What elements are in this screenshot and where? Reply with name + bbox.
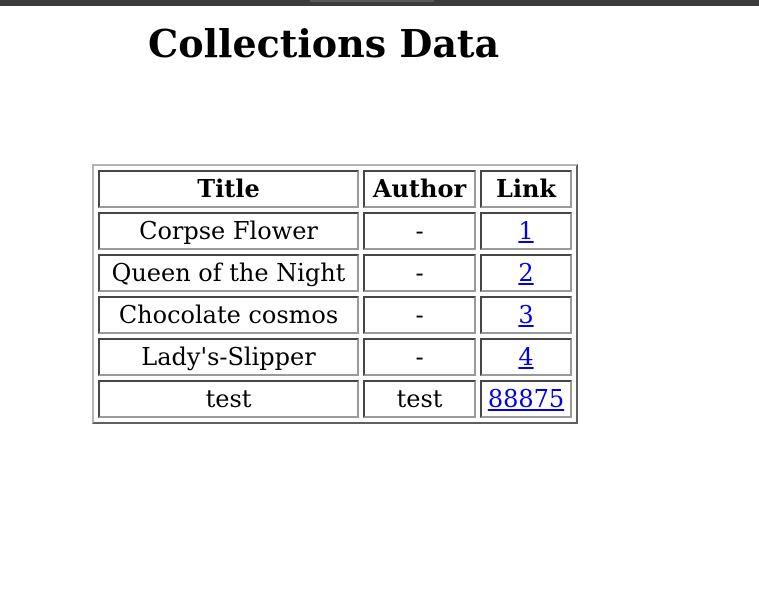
header-author: Author	[363, 170, 476, 208]
cell-title: Chocolate cosmos	[98, 296, 359, 334]
table-row: Chocolate cosmos - 3	[98, 296, 572, 334]
cell-title: Lady's-Slipper	[98, 338, 359, 376]
cell-title: test	[98, 380, 359, 418]
cell-link: 3	[480, 296, 572, 334]
link-1[interactable]: 1	[518, 217, 534, 245]
table-row: Queen of the Night - 2	[98, 254, 572, 292]
cell-link: 4	[480, 338, 572, 376]
link-88875[interactable]: 88875	[487, 385, 565, 413]
browser-top-bar	[0, 0, 759, 6]
top-bar-notch	[310, 0, 434, 2]
cell-link: 1	[480, 212, 572, 250]
cell-author: -	[363, 212, 476, 250]
cell-author: -	[363, 296, 476, 334]
cell-title: Corpse Flower	[98, 212, 359, 250]
link-4[interactable]: 4	[518, 343, 534, 371]
collections-table: Title Author Link Corpse Flower - 1 Quee…	[92, 164, 578, 424]
cell-author: -	[363, 254, 476, 292]
page-title: Collections Data	[148, 21, 500, 66]
table-row: test test 88875	[98, 380, 572, 418]
link-3[interactable]: 3	[518, 301, 534, 329]
cell-title: Queen of the Night	[98, 254, 359, 292]
cell-link: 2	[480, 254, 572, 292]
table-row: Lady's-Slipper - 4	[98, 338, 572, 376]
header-link: Link	[480, 170, 572, 208]
table-row: Corpse Flower - 1	[98, 212, 572, 250]
header-title: Title	[98, 170, 359, 208]
cell-author: test	[363, 380, 476, 418]
cell-link: 88875	[480, 380, 572, 418]
link-2[interactable]: 2	[518, 259, 534, 287]
table-header-row: Title Author Link	[98, 170, 572, 208]
cell-author: -	[363, 338, 476, 376]
